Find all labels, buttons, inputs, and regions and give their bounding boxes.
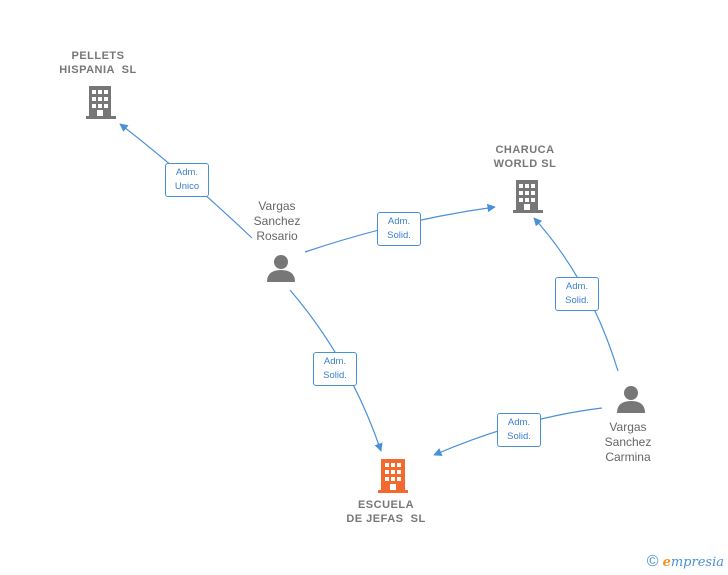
company-name-charuca[interactable]: CHARUCA WORLD SL [493, 144, 557, 170]
company-name-escuela[interactable]: ESCUELA DE JEFAS SL [346, 499, 426, 525]
company-name-pellets[interactable]: PELLETS HISPANIA SL [59, 50, 137, 76]
edge-label-carmina-charuca: Adm. Solid. [555, 277, 599, 311]
person-name-carmina[interactable]: Vargas Sanchez Carmina [604, 420, 652, 464]
person-icon [617, 386, 645, 413]
brand-footer: © empresia [647, 553, 724, 571]
building-icon [513, 180, 543, 213]
building-icon [378, 459, 408, 493]
edge-label-rosario-charuca: Adm. Solid. [377, 212, 421, 246]
edge-label-rosario-escuela: Adm. Solid. [313, 352, 357, 386]
copyright-icon: © [646, 553, 659, 570]
edge-label-carmina-escuela: Adm. Solid. [497, 413, 541, 447]
person-icon [267, 255, 295, 282]
brand-logo[interactable]: empresia [662, 555, 724, 570]
person-name-rosario[interactable]: Vargas Sanchez Rosario [253, 199, 301, 243]
building-icon [86, 86, 116, 119]
edge-label-rosario-pellets: Adm. Unico [165, 163, 209, 197]
